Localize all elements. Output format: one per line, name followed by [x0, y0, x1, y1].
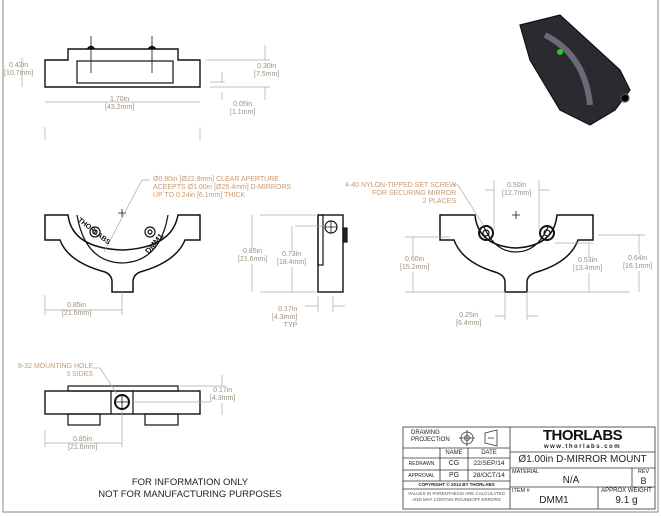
back-view — [439, 211, 594, 293]
hole-offset-dim: 0.17in[4.3mm] — [210, 387, 236, 403]
material-value: N/A — [562, 475, 580, 486]
top-view — [44, 36, 201, 88]
bottom-view-dimensions — [44, 367, 226, 447]
name-header: NAME — [445, 450, 463, 456]
side-height-dim: 0.85in[21.6mm] — [238, 248, 268, 264]
top-view-dimensions — [21, 45, 270, 140]
title-block-grid — [402, 426, 656, 510]
screw-spacing-dim: 0.50in[12.7mm] — [502, 182, 532, 197]
rev-label: REV — [637, 469, 650, 475]
approval-date: 28/OCT/14 — [473, 472, 505, 479]
inner-height-dim: 0.53in[13.4mm] — [573, 257, 603, 273]
rev-value: B — [640, 476, 647, 486]
side-view — [317, 214, 348, 293]
front-half-width-dim: 0.85in[21.6mm] — [62, 302, 92, 317]
item-label: ITEM # — [512, 488, 530, 494]
material-label: MATERIAL — [512, 469, 540, 475]
front-view — [44, 209, 201, 293]
side-hole-height-dim: 0.73in[18.4mm] — [277, 251, 307, 267]
top-length-dim: 1.70in[43.2mm] — [105, 96, 135, 111]
thorlabs-logo: THORLABS — [542, 427, 623, 444]
weight-value: 9.1 g — [615, 495, 638, 506]
top-thickness-dim: 0.30in[7.5mm] — [254, 63, 280, 78]
bottom-view — [44, 385, 201, 426]
date-header: DATE — [481, 450, 497, 456]
item-value: DMM1 — [539, 495, 569, 506]
website: www.thorlabs.com — [543, 444, 622, 450]
approval-name: PG — [448, 472, 460, 479]
foot-width-dim: 0.25in[6.4mm] — [456, 312, 482, 327]
side-flange-dim: 0.17in[4.3mm]TYP — [272, 306, 298, 329]
approval-label: APPROVAL — [408, 473, 435, 479]
redrawn-date: 22/SEP/14 — [473, 460, 505, 467]
front-view-dimensions — [44, 179, 150, 315]
left-height-dim: 0.60in[15.2mm] — [400, 256, 430, 272]
top-offset-dim: 0.05in[1.1mm] — [230, 101, 256, 116]
part-title: Ø1.00in D-MIRROR MOUNT — [518, 454, 647, 465]
isometric-render — [519, 14, 631, 126]
bottom-half-width-dim: 0.85in[21.6mm] — [68, 436, 98, 451]
weight-label: APPROX WEIGHT — [601, 488, 652, 494]
redrawn-label: REDRAWN — [408, 461, 435, 467]
right-height-dim: 0.64in[16.1mm] — [623, 255, 653, 271]
copyright: COPYRIGHT © 2014 BY THORLABS — [418, 482, 495, 487]
redrawn-name: CG — [448, 460, 460, 467]
top-height-dim: 0.42in[10.7mm] — [4, 62, 34, 77]
